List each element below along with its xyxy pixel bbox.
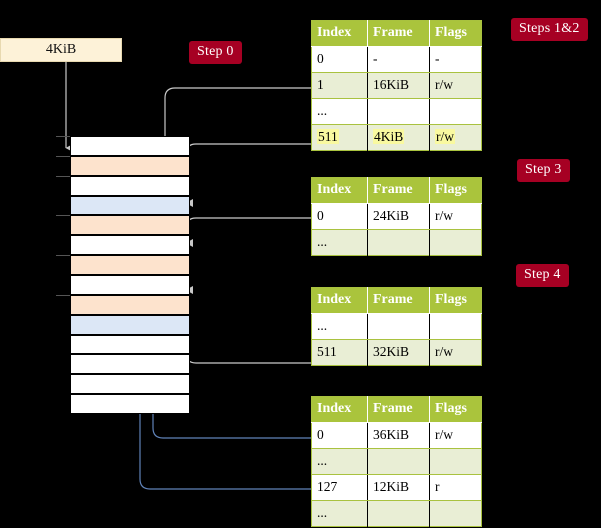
step-chip-step0: Step 0 [189,41,242,64]
column-header-frame: Frame [367,287,430,314]
column-header-flags: Flags [429,396,482,423]
memory-tick-1 [56,155,70,157]
table-row: ... [311,313,482,340]
cell-index: 511 [311,124,368,151]
memory-tick-6 [56,255,70,257]
memory-frame-6 [70,255,190,275]
memory-frame-9 [70,314,190,335]
memory-frame-8 [70,294,190,315]
highlighted-value: 511 [317,129,339,144]
column-header-flags: Flags [429,287,482,314]
cell-frame [367,98,430,125]
memory-frame-4 [70,215,190,236]
column-header-index: Index [311,287,368,314]
physical-memory-strip [56,136,190,414]
column-header-frame: Frame [367,20,430,47]
memory-frame-12 [70,374,190,395]
cell-frame: 16KiB [367,72,430,99]
column-header-flags: Flags [429,20,482,47]
cell-flags: r/w [429,422,482,449]
page-size-box: 4KiB [0,38,122,62]
cell-index: 511 [311,339,368,366]
cell-index: 0 [311,203,368,230]
table-row: 0-- [311,46,482,73]
cell-index: 127 [311,474,368,501]
cell-flags [429,448,482,475]
memory-frame-5 [70,235,190,256]
memory-frame-7 [70,274,190,295]
cell-frame [367,229,430,256]
cell-index: 0 [311,422,368,449]
memory-frame-0 [70,136,190,156]
memory-frame-1 [70,155,190,176]
column-header-flags: Flags [429,177,482,204]
highlighted-value: r/w [435,129,455,144]
cell-frame: 4KiB [367,124,430,151]
cell-frame: 32KiB [367,339,430,366]
memory-frame-11 [70,354,190,375]
step-chip-step3: Step 3 [517,159,570,182]
memory-tick-4 [56,215,70,217]
table-row: ... [311,500,482,527]
table-row: ... [311,448,482,475]
cell-index: ... [311,98,368,125]
cell-flags: r/w [429,339,482,366]
memory-frame-13 [70,394,190,414]
cell-frame: 36KiB [367,422,430,449]
cell-flags [429,229,482,256]
memory-frame-10 [70,334,190,355]
column-header-index: Index [311,20,368,47]
wire-step0 [59,51,73,152]
cell-frame [367,448,430,475]
cell-flags: r/w [429,124,482,151]
cell-flags: r/w [429,203,482,230]
column-header-index: Index [311,177,368,204]
memory-tick-8 [56,294,70,296]
cell-frame [367,500,430,527]
cell-index: ... [311,448,368,475]
cell-index: ... [311,313,368,340]
cell-flags: - [429,46,482,73]
column-header-frame: Frame [367,177,430,204]
memory-frame-2 [70,175,190,196]
cell-flags: r [429,474,482,501]
cell-index: 1 [311,72,368,99]
memory-frame-3 [70,195,190,216]
cell-frame: 12KiB [367,474,430,501]
step-chip-step4: Step 4 [516,264,569,287]
cell-frame: - [367,46,430,73]
table-row: ... [311,98,482,125]
memory-tick-0 [56,136,70,137]
table-row: 511 4KiB r/w [311,124,482,151]
step-chip-steps12: Steps 1&2 [511,18,588,41]
cell-flags [429,313,482,340]
cell-flags [429,98,482,125]
table-row: ... [311,229,482,256]
cell-frame: 24KiB [367,203,430,230]
column-header-frame: Frame [367,396,430,423]
cell-index: ... [311,229,368,256]
highlighted-value: 4KiB [373,129,405,144]
cell-index: ... [311,500,368,527]
memory-tick-2 [56,175,70,177]
cell-flags [429,500,482,527]
cell-flags: r/w [429,72,482,99]
column-header-index: Index [311,396,368,423]
cell-index: 0 [311,46,368,73]
cell-frame [367,313,430,340]
